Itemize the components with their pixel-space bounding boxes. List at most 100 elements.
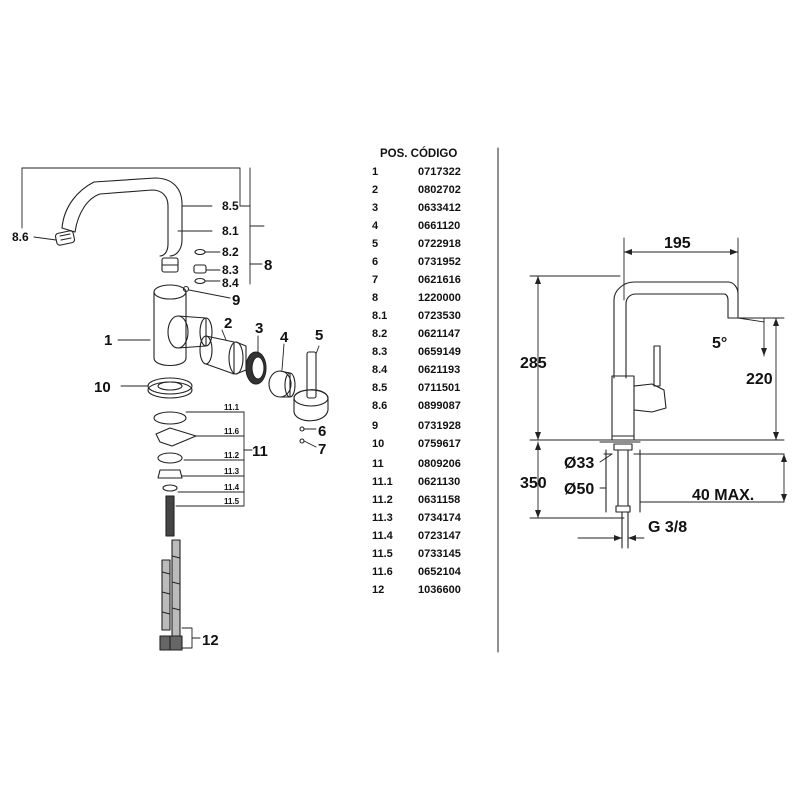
dim-height-spout: 220	[746, 371, 773, 388]
parts-table-row: 8.4 0621193	[372, 364, 482, 380]
bushing-part	[193, 264, 207, 274]
part-position: 2	[372, 184, 379, 196]
label-8-3: 8.3	[222, 263, 239, 277]
part-position: 8.4	[372, 364, 388, 376]
o-ring-part	[194, 277, 206, 285]
part-position: 11.4	[372, 530, 393, 542]
label-11-4: 11.4	[224, 483, 240, 492]
parts-table-row: 5 0722918	[372, 238, 482, 254]
label-11-5: 11.5	[224, 497, 240, 506]
o-ring-part	[194, 248, 206, 256]
part-code: 0621130	[418, 476, 461, 488]
part-position: 8.6	[372, 400, 388, 412]
part-position: 11.2	[372, 494, 393, 506]
part-code: 0809206	[418, 458, 461, 470]
part-code: 0731952	[418, 256, 461, 268]
label-8-2: 8.2	[222, 245, 239, 259]
label-5: 5	[315, 327, 323, 344]
parts-table-row: 11.3 0734174	[372, 512, 482, 528]
part-position: 11.6	[372, 566, 393, 578]
part-position: 11.3	[372, 512, 393, 524]
label-11-1: 11.1	[224, 403, 240, 412]
label-11-2: 11.2	[224, 451, 240, 460]
ring-nut-part	[245, 351, 267, 385]
dim-height-total: 285	[520, 355, 547, 372]
part-position: 8.1	[372, 310, 388, 322]
set-screw-part	[299, 426, 305, 432]
threaded-rod-part	[165, 495, 175, 537]
label-8: 8	[264, 257, 272, 274]
label-8-5: 8.5	[222, 199, 239, 213]
lock-nut-part	[162, 484, 178, 492]
part-position: 5	[372, 238, 379, 250]
label-8-4: 8.4	[222, 276, 239, 290]
label-11-3: 11.3	[224, 467, 240, 476]
part-code: 0731928	[418, 420, 461, 432]
part-position: 7	[372, 274, 379, 286]
label-6: 6	[318, 423, 326, 440]
parts-table-row: 11.4 0723147	[372, 530, 482, 546]
part-code: 0633412	[418, 202, 461, 214]
tap-side-view	[599, 281, 739, 549]
dim-deck-max: 40 MAX.	[692, 487, 754, 504]
cartridge-part	[199, 335, 247, 375]
part-position: 11.1	[372, 476, 393, 488]
spacer-part	[157, 452, 183, 464]
parts-table-row: 11 0809206	[372, 458, 482, 474]
parts-table-row: 11.1 0621130	[372, 476, 482, 492]
parts-table-row: 11.6 0652104	[372, 566, 482, 582]
part-position: 11	[372, 458, 384, 470]
part-code: 0717322	[418, 166, 461, 178]
parts-table-row: 3 0633412	[372, 202, 482, 218]
washer-part	[153, 411, 187, 425]
label-12: 12	[202, 632, 219, 649]
part-code: 0652104	[418, 566, 461, 578]
parts-table-header: POS. CÓDIGO	[380, 148, 458, 160]
part-code: 0722918	[418, 238, 461, 250]
part-position: 4	[372, 220, 379, 232]
label-11-6: 11.6	[224, 427, 240, 436]
exploded-sublabels: 8.5 8.1 8.2 8.3 8.4 8.6	[12, 199, 239, 290]
dim-width: 195	[664, 235, 691, 252]
part-code: 0723530	[418, 310, 461, 322]
label-8-6: 8.6	[12, 230, 29, 244]
parts-table-row: 6 0731952	[372, 256, 482, 272]
part-position: 6	[372, 256, 379, 268]
part-position: 3	[372, 202, 379, 214]
part-code: 0734174	[418, 512, 461, 524]
leader-lines	[21, 167, 320, 649]
spout-nut-part	[161, 257, 179, 273]
label-4: 4	[280, 329, 289, 346]
dimension-arrows	[535, 249, 787, 541]
part-position: 12	[372, 584, 385, 596]
spout-part	[61, 177, 183, 257]
fixing-plate-part	[155, 427, 197, 447]
part-code: 0899087	[418, 400, 461, 412]
part-code: 0621193	[418, 364, 461, 376]
part-code: 0723147	[418, 530, 461, 542]
dim-angle: 5°	[712, 335, 727, 352]
dim-d-inner: Ø33	[564, 455, 594, 472]
base-ring-part	[147, 377, 193, 399]
part-code: 0621616	[418, 274, 461, 286]
part-position: 11.5	[372, 548, 393, 560]
flexible-hoses-part	[159, 539, 183, 651]
part-position: 8	[372, 292, 379, 304]
label-7: 7	[318, 441, 326, 458]
tap-body-part	[153, 284, 213, 367]
part-code: 0621147	[418, 328, 461, 340]
label-9: 9	[232, 292, 240, 309]
label-1: 1	[104, 332, 112, 349]
parts-table-row: 7 0621616	[372, 274, 482, 290]
dimension-labels: 195 285 220 5° 350 Ø33 Ø50 40 MAX. G 3/8	[520, 235, 773, 536]
label-8-1: 8.1	[222, 224, 239, 238]
part-position: 9	[372, 420, 379, 432]
part-code: 0711501	[418, 382, 461, 394]
